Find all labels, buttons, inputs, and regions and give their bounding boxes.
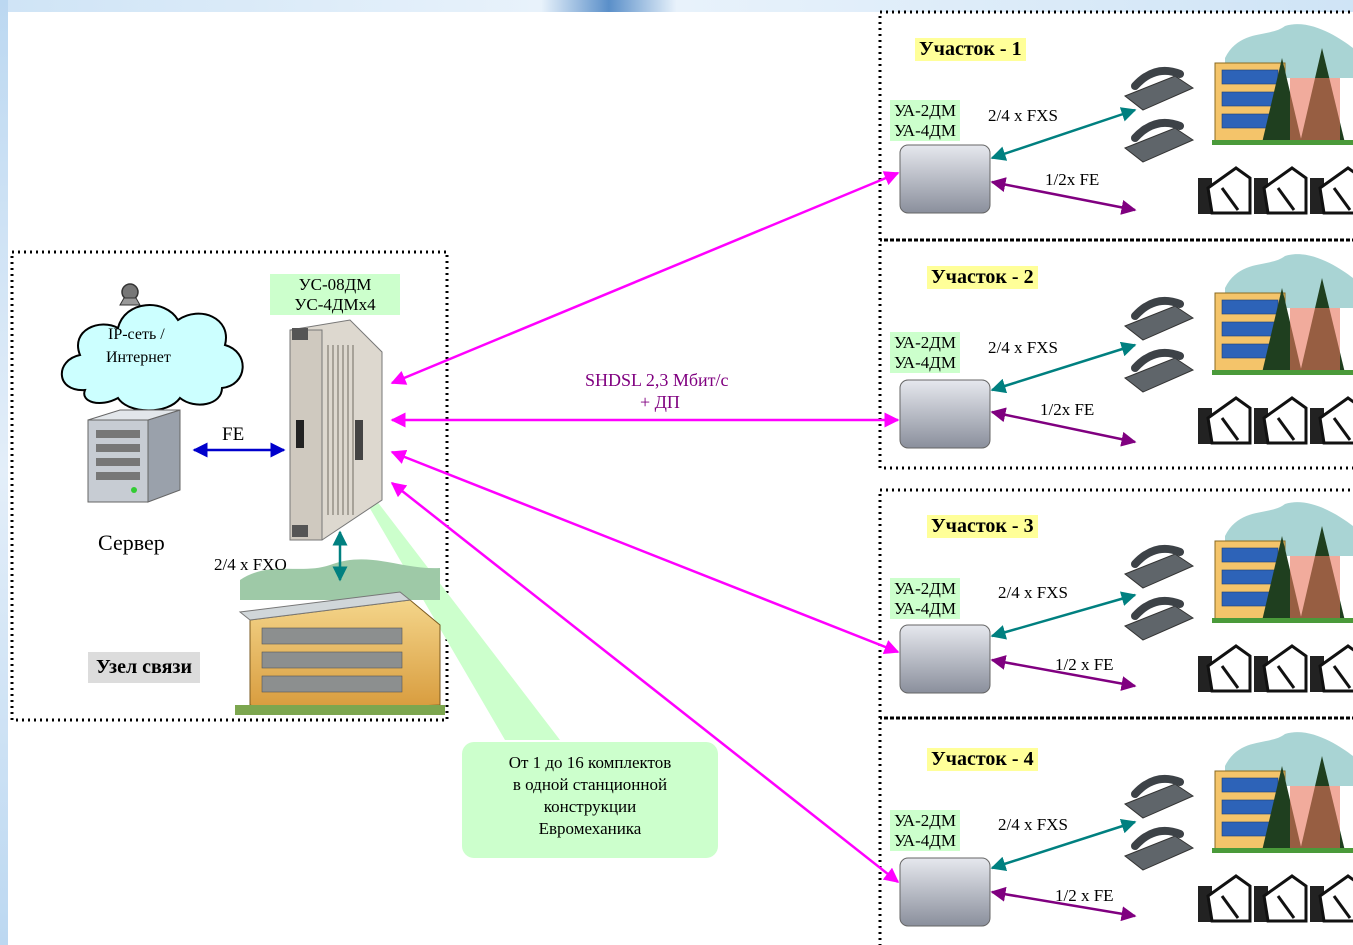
site-4-camera-icon-1 [1198, 874, 1252, 923]
site-2-camera-icon-1 [1198, 396, 1252, 445]
cloud-icon [60, 283, 244, 412]
site-2-model-1: УА-2ДМ [894, 333, 956, 352]
site-4-fe-label: 1/2 x FE [1055, 886, 1114, 905]
site-1-device-icon [899, 144, 991, 214]
site-2-model-box: УА-2ДМ УА-4ДМ [890, 332, 960, 374]
site-1-camera-icon-3 [1310, 166, 1353, 215]
callout-line-3: конструкции [543, 797, 637, 817]
site-1-title: Участок - 1 [915, 38, 1026, 61]
callout-line-4: Евромеханика [538, 819, 642, 839]
site-2-camera-icon-3 [1310, 396, 1353, 445]
site-1-model-2: УА-4ДМ [894, 120, 956, 140]
site-3-fxs-label: 2/4 x FXS [998, 583, 1068, 602]
site-4-phone-icon-2 [1124, 827, 1195, 871]
site-4-model-1: УА-2ДМ [894, 811, 956, 830]
site-3-model-1: УА-2ДМ [894, 579, 956, 598]
top-banner-strip [0, 0, 1353, 12]
site-4-phone-icon-1 [1124, 775, 1195, 819]
site-4-device-icon [899, 857, 991, 927]
site-4-camera-icon-3 [1310, 874, 1353, 923]
site-1-lines [990, 107, 1137, 215]
site-4-lines [990, 818, 1137, 922]
site-1-fe-label: 1/2x FE [1045, 170, 1100, 189]
site-1-fxs-label: 2/4 x FXS [988, 106, 1058, 125]
site-3-title: Участок - 3 [927, 515, 1038, 538]
site-1-model-box: УА-2ДМ УА-4ДМ [890, 100, 960, 142]
site-4-model-box: УА-2ДМ УА-4ДМ [890, 810, 960, 852]
callout-line-2: в одной станционной [512, 775, 668, 795]
site-3-phone-icon-1 [1124, 545, 1195, 589]
site-2-phone-icon-2 [1124, 349, 1195, 393]
site-2-device-icon [899, 379, 991, 449]
left-edge-strip [0, 0, 8, 945]
site-4-fxs-label: 2/4 x FXS [998, 815, 1068, 834]
site-1-building-icon [1212, 24, 1353, 145]
node-label: Узел связи [88, 652, 200, 683]
site-2-phone-icon-1 [1124, 297, 1195, 341]
site-2-fe-label: 1/2x FE [1040, 400, 1095, 419]
site-1-phone-icon-1 [1124, 67, 1195, 111]
site-1-camera-icon-1 [1198, 166, 1252, 215]
server-icon [87, 409, 181, 503]
site-2-fxs-label: 2/4 x FXS [988, 338, 1058, 357]
cloud-label-1: IP-сеть / [108, 326, 165, 343]
site-2-building-icon [1212, 254, 1353, 375]
server-label: Сервер [98, 530, 165, 555]
station-model-box: УС-08ДМ УС-4ДМх4 [270, 274, 400, 316]
site-1-phone-icon-2 [1124, 119, 1195, 163]
site-4-building-icon [1212, 732, 1353, 853]
site-3-phone-icon-2 [1124, 597, 1195, 641]
site-4-title: Участок - 4 [927, 748, 1038, 771]
callout-line-1: От 1 до 16 комплектов [508, 753, 672, 772]
site-4-camera-icon-2 [1254, 874, 1308, 923]
node-frame [10, 250, 449, 722]
shdsl-label-2: + ДП [640, 392, 680, 412]
site-4-model-2: УА-4ДМ [894, 830, 956, 850]
callout-text: От 1 до 16 комплектов в одной станционно… [462, 752, 718, 840]
site-3-building-icon [1212, 502, 1353, 623]
site-3-fe-label: 1/2 x FE [1055, 655, 1114, 674]
site-2-camera-icon-2 [1254, 396, 1308, 445]
site-1-camera-icon-2 [1254, 166, 1308, 215]
fe-local-label: FE [222, 424, 245, 445]
site-2-title: Участок - 2 [927, 266, 1038, 289]
site-1-model-1: УА-2ДМ [894, 101, 956, 120]
site-2-lines [990, 341, 1137, 447]
shdsl-line-4 [390, 482, 900, 883]
site-3-camera-icon-1 [1198, 644, 1252, 693]
site-2-model-2: УА-4ДМ [894, 352, 956, 372]
cloud-label-2: Интернет [106, 349, 171, 366]
site-3-device-icon [899, 624, 991, 694]
site-3-camera-icon-3 [1310, 644, 1353, 693]
station-model-1: УС-08ДМ [298, 275, 372, 294]
shdsl-label-1: SHDSL 2,3 Мбит/с [585, 370, 729, 390]
fxo-label: 2/4 x FXO [214, 555, 287, 574]
shdsl-line-1 [390, 171, 900, 385]
station-model-2: УС-4ДМх4 [294, 294, 376, 314]
station-card-icon [289, 319, 383, 541]
node-building-icon [235, 559, 445, 715]
site-3-lines [990, 591, 1137, 691]
site-3-model-2: УА-4ДМ [894, 598, 956, 618]
site-3-camera-icon-2 [1254, 644, 1308, 693]
site-3-model-box: УА-2ДМ УА-4ДМ [890, 578, 960, 620]
